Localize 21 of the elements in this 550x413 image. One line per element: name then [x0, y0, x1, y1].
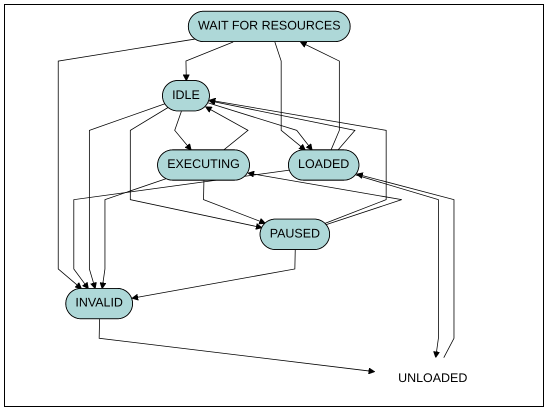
arrow — [355, 174, 440, 358]
arrow — [182, 42, 234, 82]
arrow — [131, 249, 296, 301]
arrow — [57, 38, 195, 290]
arrow — [174, 110, 192, 151]
arrow — [98, 318, 375, 374]
arrow — [274, 42, 306, 151]
arrow — [356, 172, 454, 358]
arrow — [208, 98, 386, 224]
arrow — [204, 106, 248, 151]
arrow — [72, 170, 290, 290]
arrow — [202, 180, 266, 224]
diagram-frame: WAIT FOR RESOURCES IDLE LOADED INVALID EXECUTING UNLOADED PAUSED — [4, 4, 544, 407]
arrow — [208, 98, 356, 151]
arrow — [129, 107, 262, 230]
arrow — [99, 178, 166, 290]
arrow — [207, 102, 312, 151]
node-text: UNLOADED — [398, 372, 467, 385]
arrow — [247, 170, 402, 226]
arrow — [300, 42, 340, 151]
arrow — [88, 103, 165, 290]
